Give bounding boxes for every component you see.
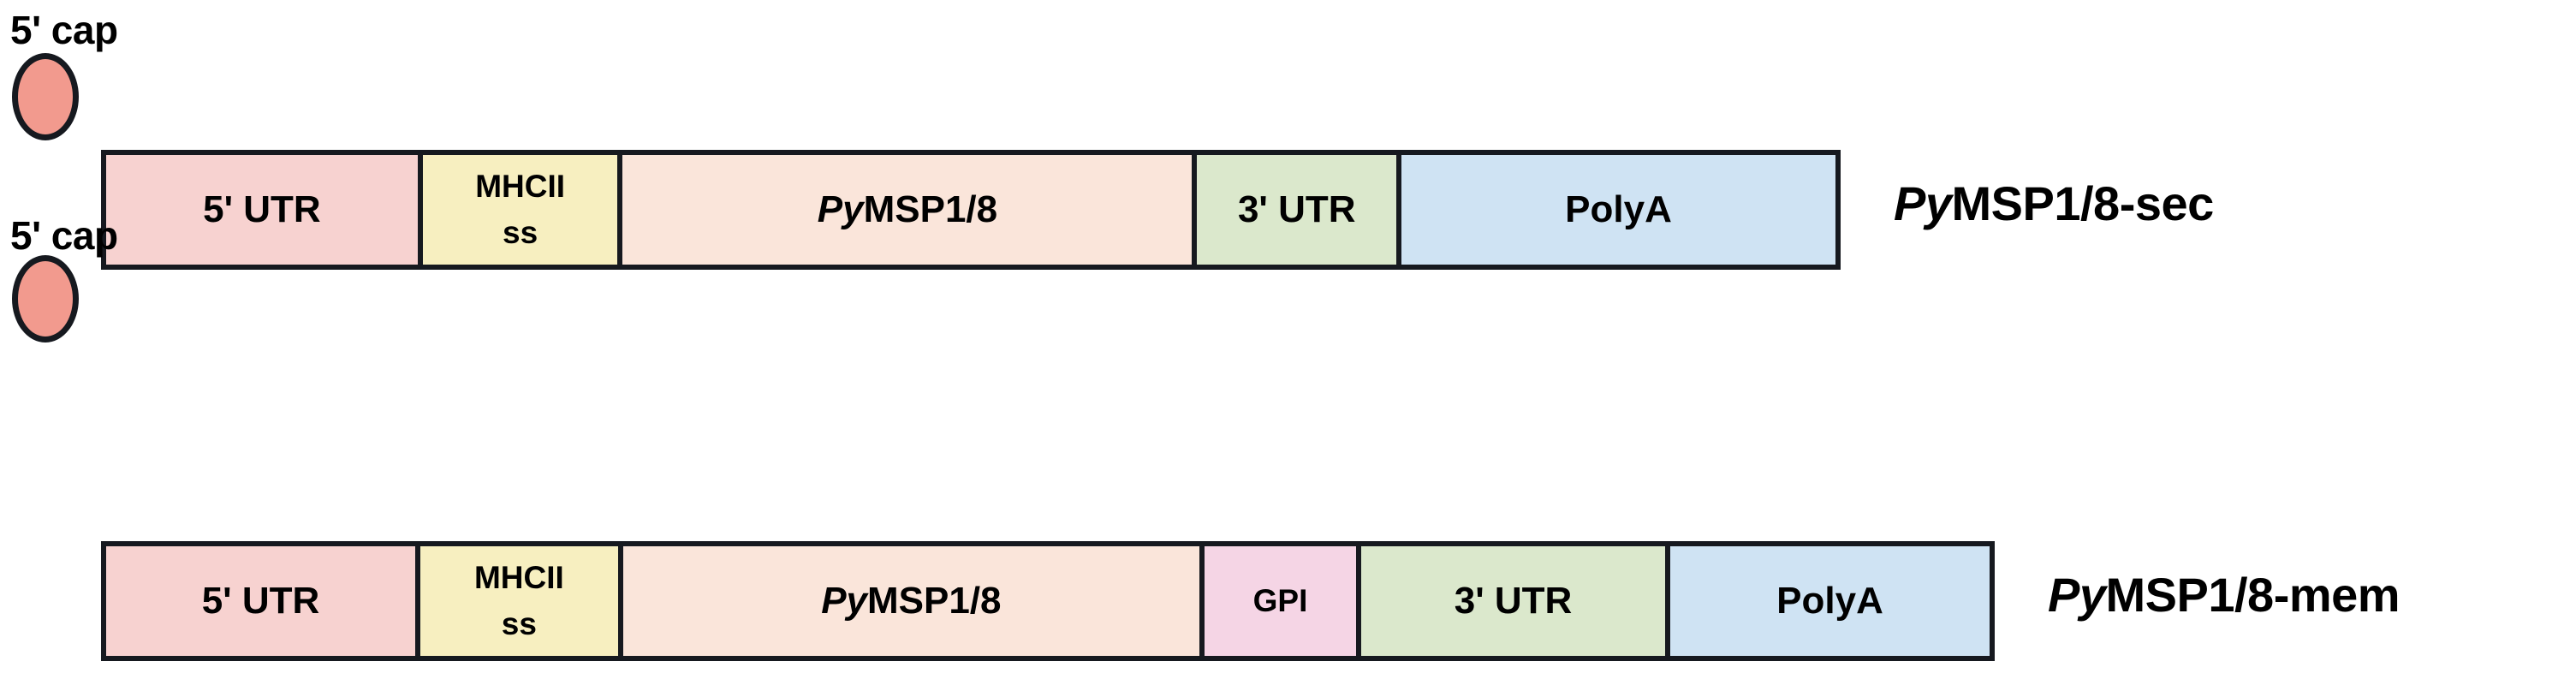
mrna-bar-2: 5' UTR MHCII ss PyMSP1/8 GPI 3' UTR Poly…: [101, 541, 1995, 661]
construct-name-2: PyMSP1/8-mem: [2048, 567, 2400, 622]
segment-polya[interactable]: PolyA: [1670, 546, 1990, 656]
segment-label-line2: ss: [503, 215, 538, 250]
five-prime-cap-icon-1: [12, 53, 79, 140]
segment-label: PyMSP1/8: [821, 579, 1002, 622]
gene-name: MSP1/8: [867, 579, 1002, 622]
cap-label-1: 5' cap: [10, 8, 118, 52]
segment-pymsp1-8[interactable]: PyMSP1/8: [622, 546, 1205, 656]
construct-name-genus: Py: [1894, 176, 1952, 230]
segment-label-line2: ss: [501, 606, 537, 641]
segment-label: PolyA: [1565, 188, 1672, 230]
segment-mhcii-ss[interactable]: MHCII ss: [422, 155, 623, 265]
segment-pymsp1-8[interactable]: PyMSP1/8: [622, 155, 1198, 265]
segment-5-utr[interactable]: 5' UTR: [106, 546, 420, 656]
segment-polya[interactable]: PolyA: [1401, 155, 1835, 265]
segment-label: 3' UTR: [1454, 579, 1573, 622]
mrna-bar-1: 5' UTR MHCII ss PyMSP1/8 3' UTR PolyA: [101, 150, 1841, 270]
segment-label: 5' UTR: [203, 188, 321, 230]
gene-name: MSP1/8: [863, 188, 998, 230]
segment-label: PyMSP1/8: [817, 188, 998, 230]
segment-label-line1: MHCII: [473, 560, 564, 596]
segment-5-utr[interactable]: 5' UTR: [106, 155, 423, 265]
genus-italic: Py: [817, 188, 864, 230]
construct-name-rest: MSP1/8-mem: [2105, 568, 2400, 622]
construct-name-genus: Py: [2048, 568, 2106, 622]
segment-label: 3' UTR: [1237, 188, 1356, 230]
five-prime-cap-icon-2: [12, 255, 79, 343]
genus-italic: Py: [821, 579, 868, 622]
construct-name-rest: MSP1/8-sec: [1951, 176, 2215, 230]
segment-label: PolyA: [1776, 579, 1883, 622]
segment-label-line1: MHCII: [475, 169, 566, 205]
segment-gpi[interactable]: GPI: [1205, 546, 1362, 656]
segment-mhcii-ss[interactable]: MHCII ss: [420, 546, 623, 656]
cap-label-2: 5' cap: [10, 213, 118, 258]
segment-3-utr[interactable]: 3' UTR: [1361, 546, 1671, 656]
segment-label: GPI: [1252, 583, 1308, 619]
segment-label: 5' UTR: [201, 579, 320, 622]
construct-name-1: PyMSP1/8-sec: [1894, 176, 2214, 231]
segment-3-utr[interactable]: 3' UTR: [1197, 155, 1402, 265]
